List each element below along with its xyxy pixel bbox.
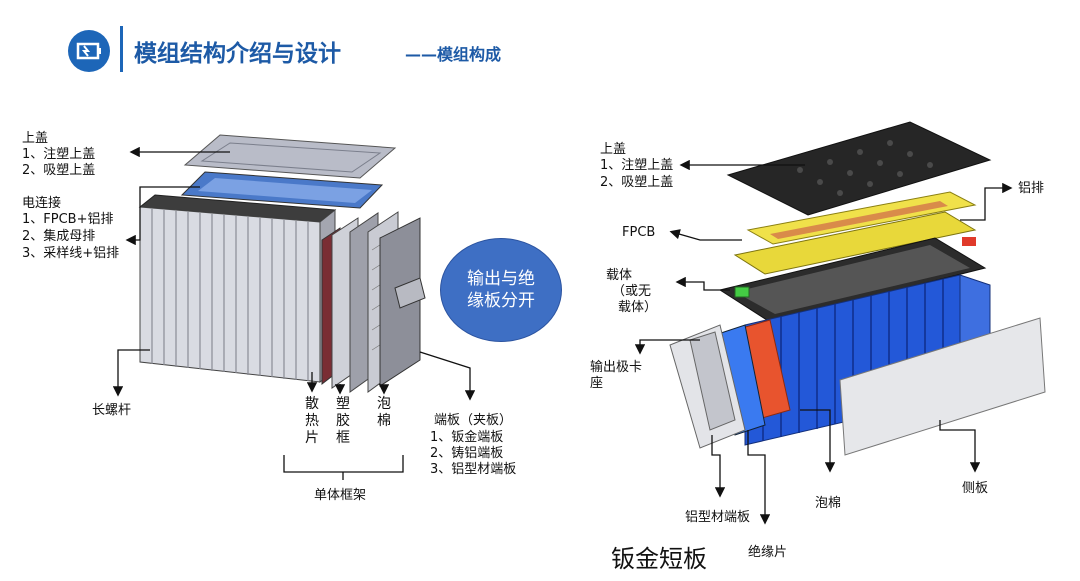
left-top-cover-item-1: 1、注塑上盖 — [22, 147, 96, 162]
aluminum-bar-label: 铝排 — [1018, 181, 1045, 196]
page-title: 模组结构介绍与设计 — [134, 41, 341, 67]
insulation-label: 绝缘片 — [748, 545, 788, 560]
right-top-cover-item-2: 2、吸塑上盖 — [600, 175, 674, 190]
output-insulation-callout: 输出与绝缘板分开 — [440, 238, 562, 342]
long-bolt-label: 长螺杆 — [92, 403, 132, 418]
end-plate-item-2: 2、铸铝端板 — [430, 446, 504, 461]
right-module-exploded-view — [669, 121, 1046, 456]
left-electrical-title: 电连接 — [22, 196, 62, 211]
page-subtitle: ——模组构成 — [405, 45, 502, 64]
left-top-cover-item-2: 2、吸塑上盖 — [22, 163, 96, 178]
plastic-frame-label: 塑胶框 — [336, 396, 350, 446]
left-module-exploded-view — [138, 134, 426, 393]
end-plate-item-3: 3、铝型材端板 — [430, 462, 517, 477]
cell-frame-group-label: 单体框架 — [314, 488, 367, 503]
side-plate-label: 侧板 — [962, 481, 989, 496]
heat-sink-label: 散热片 — [305, 396, 319, 446]
end-plate-title: 端板（夹板） — [434, 413, 513, 428]
aluminum-end-plate-label: 铝型材端板 — [685, 510, 751, 525]
right-top-cover-item-1: 1、注塑上盖 — [600, 158, 674, 173]
left-electrical-item-1: 1、FPCB+铝排 — [22, 212, 114, 227]
carrier-item-1: （或无 — [612, 284, 652, 299]
right-foam-label: 泡棉 — [815, 496, 842, 511]
callout-text: 输出与绝缘板分开 — [467, 269, 535, 311]
fpcb-label: FPCB — [622, 225, 656, 240]
right-top-cover-title: 上盖 — [600, 142, 627, 157]
sheet-metal-plate-label: 钣金短板 — [611, 545, 707, 573]
header-divider — [120, 26, 123, 72]
left-foam-label: 泡棉 — [377, 396, 391, 429]
left-electrical-item-2: 2、集成母排 — [22, 229, 96, 244]
carrier-title: 载体 — [606, 268, 633, 283]
left-leader-lines — [112, 146, 476, 480]
left-top-cover-title: 上盖 — [22, 131, 49, 146]
left-electrical-item-3: 3、采样线+铝排 — [22, 246, 120, 261]
end-plate-item-1: 1、钣金端板 — [430, 430, 504, 445]
battery-glyph — [76, 42, 101, 60]
carrier-item-2: 载体） — [618, 300, 658, 315]
right-leader-lines — [634, 159, 1013, 525]
output-holder-label: 输出极卡座 — [590, 360, 643, 391]
battery-logo-icon — [68, 30, 110, 72]
